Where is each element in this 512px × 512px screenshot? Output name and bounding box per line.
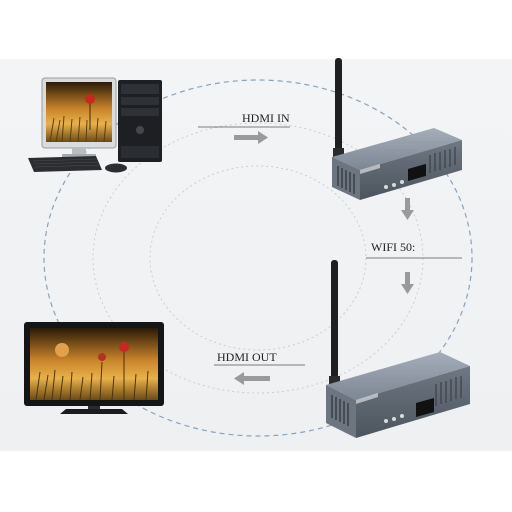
- arrow-down-icon-2: [401, 272, 414, 294]
- desktop-computer-icon: [28, 77, 162, 173]
- arrow-right-icon: [234, 131, 268, 144]
- hdmi-out-label: HDMI OUT: [217, 350, 277, 364]
- outer-dashed-ring: [43, 79, 473, 437]
- hdmi-in-label: HDMI IN: [242, 111, 290, 125]
- receiver-device-icon: [326, 260, 470, 438]
- antenna-icon-2: [331, 260, 338, 384]
- arrow-down-icon: [401, 198, 414, 220]
- tv-monitor-icon: [24, 322, 164, 414]
- arrow-left-icon: [234, 372, 270, 385]
- antenna-icon: [335, 58, 342, 156]
- transmitter-device-icon: [332, 58, 462, 200]
- wifi-label: WIFI 50:: [371, 240, 416, 254]
